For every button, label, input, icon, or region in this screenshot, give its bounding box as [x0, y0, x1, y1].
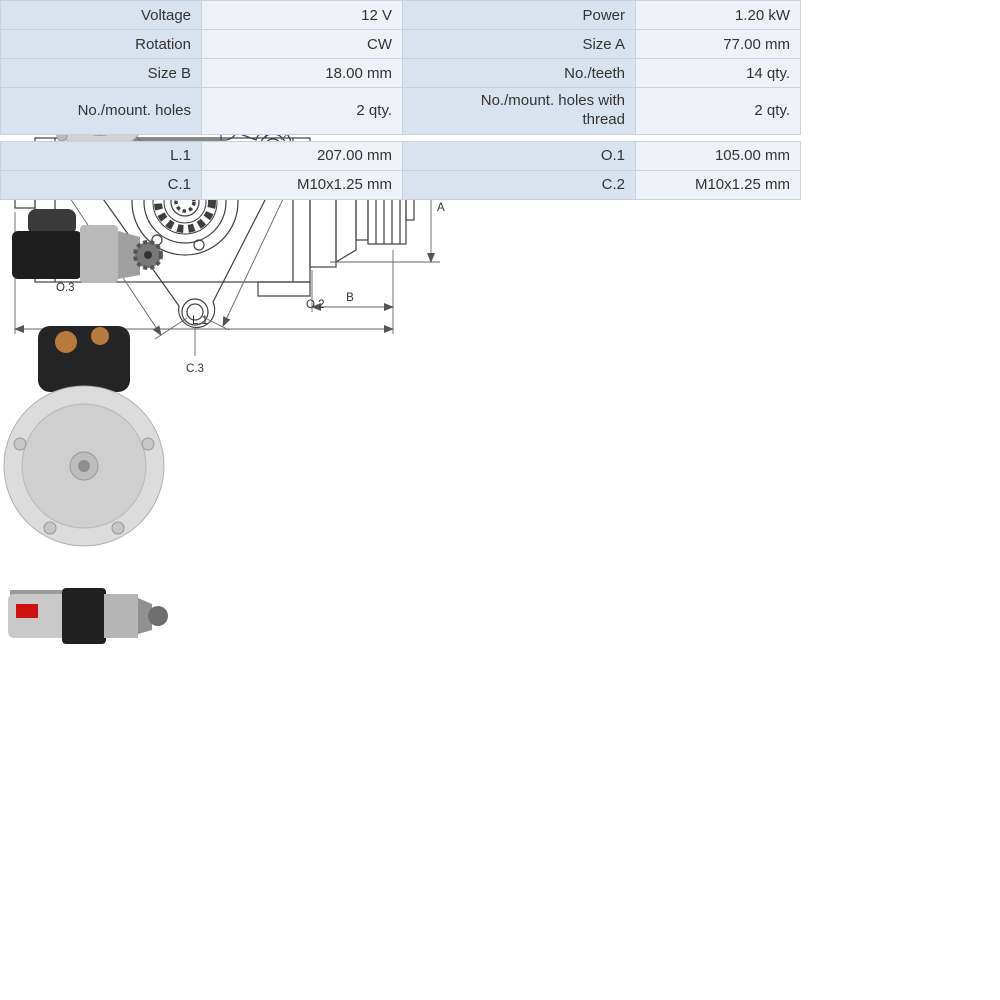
spec-label: C.1 — [0, 169, 202, 200]
spec-value: 105.00 mm — [635, 140, 801, 171]
table-row: No./mount. holes 2 qty. No./mount. holes… — [0, 87, 801, 135]
table-row: Size B 18.00 mm No./teeth 14 qty. — [0, 58, 801, 88]
table-row: L.1 207.00 mm O.1 105.00 mm — [0, 140, 801, 171]
spec-label: C.2 — [402, 169, 636, 200]
dim-label-o3: O.3 — [56, 282, 75, 294]
spec-label: L.1 — [0, 140, 202, 171]
table-row: Voltage 12 V Power 1.20 kW — [0, 0, 801, 30]
spec-label: O.1 — [402, 140, 636, 171]
spec-value: 2 qty. — [201, 87, 403, 135]
spec-value: CW — [201, 29, 403, 59]
specification-tables: Voltage 12 V Power 1.20 kW Rotation CW S… — [0, 0, 801, 200]
table-row: C.1 M10x1.25 mm C.2 M10x1.25 mm — [0, 169, 801, 200]
product-photo-rear — [3, 326, 165, 547]
spec-value: 2 qty. — [635, 87, 801, 135]
dim-label-b: B — [346, 292, 354, 304]
spec-label: Rotation — [0, 29, 202, 59]
dim-label-c3: C.3 — [186, 363, 204, 375]
spec-label-text: No./mount. holes with thread — [480, 92, 625, 128]
spec-value: 207.00 mm — [201, 140, 403, 171]
spec-value: M10x1.25 mm — [201, 169, 403, 200]
spec-value: 1.20 kW — [635, 0, 801, 30]
product-photo-side-2 — [8, 588, 168, 644]
spec-value: 14 qty. — [635, 58, 801, 88]
spec-label: No./mount. holes — [0, 87, 202, 135]
spec-label: Power — [402, 0, 636, 30]
spec-label: Size B — [0, 58, 202, 88]
spec-value: 18.00 mm — [201, 58, 403, 88]
spec-table-main: Voltage 12 V Power 1.20 kW Rotation CW S… — [0, 0, 801, 135]
product-photo-side — [12, 209, 163, 283]
spec-label: No./mount. holes with thread — [402, 87, 636, 135]
spec-label: Size A — [402, 29, 636, 59]
dim-label-a: A — [437, 202, 445, 214]
spec-label: No./teeth — [402, 58, 636, 88]
dim-label-o2: O.2 — [306, 299, 325, 311]
spec-label: Voltage — [0, 0, 202, 30]
spec-value: 12 V — [201, 0, 403, 30]
spec-table-dimensions: L.1 207.00 mm O.1 105.00 mm C.1 M10x1.25… — [0, 140, 801, 200]
spec-value: 77.00 mm — [635, 29, 801, 59]
spec-value: M10x1.25 mm — [635, 169, 801, 200]
table-row: Rotation CW Size A 77.00 mm — [0, 29, 801, 59]
